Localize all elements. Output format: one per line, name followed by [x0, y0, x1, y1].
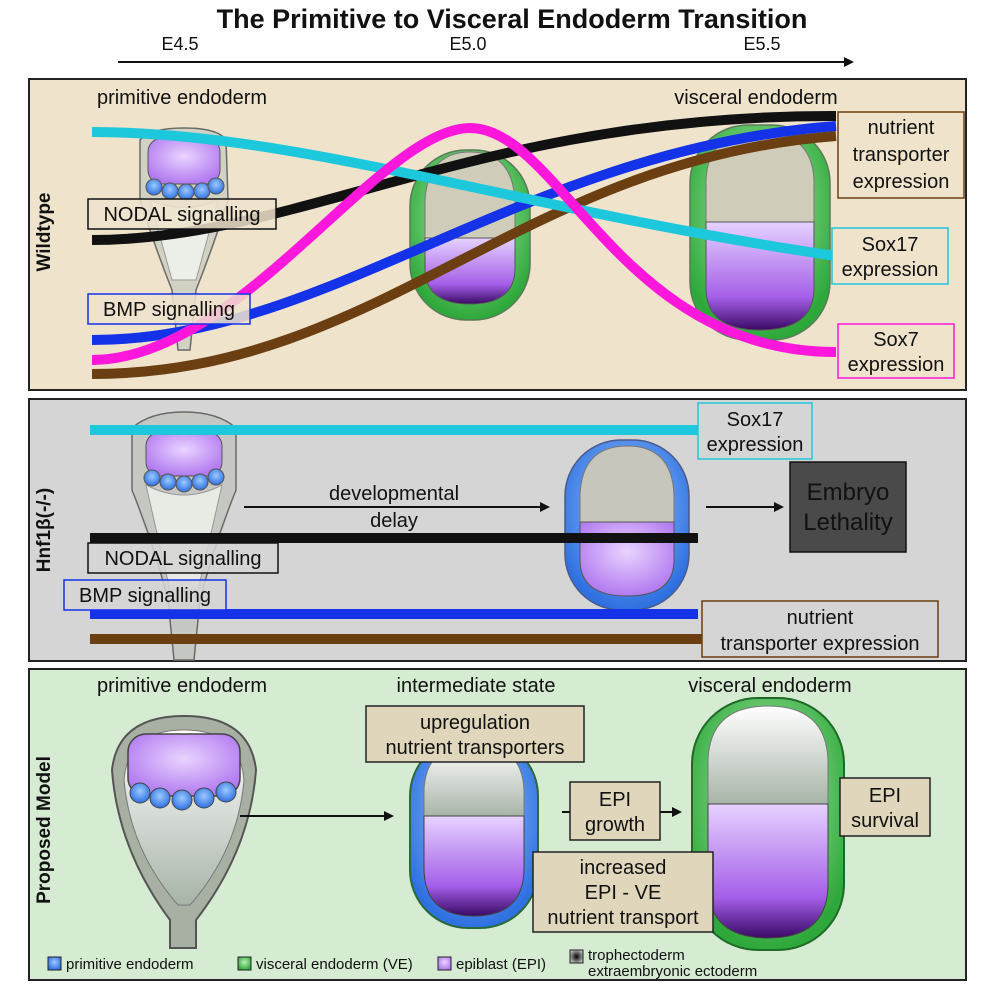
model-side-label: Proposed Model	[34, 756, 55, 904]
delay-label-line1: developmental	[329, 483, 459, 505]
legend-label-visceral: visceral endoderm (VE)	[256, 956, 413, 973]
svg-text:EPI - VE: EPI - VE	[585, 882, 662, 904]
mutant-sox17-label: Sox17 expression	[697, 402, 813, 460]
wildtype-visceral-embryo	[689, 124, 831, 341]
mutant-intermediate-embryo	[564, 439, 690, 611]
svg-text:transporter expression: transporter expression	[721, 633, 920, 655]
svg-text:Sox7: Sox7	[873, 329, 919, 351]
legend-swatch-epiblast	[437, 956, 452, 971]
wildtype-header-primitive: primitive endoderm	[97, 87, 267, 109]
wildtype-side-label: Wildtype	[34, 193, 55, 272]
svg-text:BMP signalling: BMP signalling	[103, 299, 235, 321]
wildtype-bmp-label: BMP signalling	[87, 293, 251, 325]
svg-text:EPI: EPI	[599, 789, 631, 811]
figure-title: The Primitive to Visceral Endoderm Trans…	[217, 4, 808, 34]
legend-label-primitive: primitive endoderm	[66, 956, 194, 973]
svg-text:nutrient transporters: nutrient transporters	[386, 737, 565, 759]
legend-swatch-primitive	[47, 956, 62, 971]
wildtype-nodal-label: NODAL signalling	[87, 198, 277, 230]
legend-label-exe: extraembryonic ectoderm	[588, 963, 757, 980]
wildtype-sox17-curve	[91, 127, 837, 261]
model-header-visceral: visceral endoderm	[688, 675, 851, 697]
svg-text:EPI: EPI	[869, 785, 901, 807]
epi-growth-box: EPI growth	[569, 781, 661, 841]
wildtype-header-visceral: visceral endoderm	[674, 87, 837, 109]
wildtype-nutrient-label: nutrient transporter expression	[837, 111, 965, 199]
svg-text:Sox17: Sox17	[727, 409, 784, 431]
model-header-primitive: primitive endoderm	[97, 675, 267, 697]
mutant-nodal-label: NODAL signalling	[87, 542, 279, 574]
mutant-bmp-label: BMP signalling	[63, 579, 227, 611]
svg-text:nutrient: nutrient	[787, 607, 854, 629]
svg-text:nutrient transport: nutrient transport	[547, 907, 699, 929]
svg-text:NODAL signalling: NODAL signalling	[104, 548, 261, 570]
model-visceral-embryo	[691, 697, 845, 951]
legend-label-trophectoderm: trophectoderm	[588, 947, 685, 964]
svg-text:transporter: transporter	[853, 144, 950, 166]
svg-text:expression: expression	[842, 259, 939, 281]
delay-label-line2: delay	[370, 510, 418, 532]
stage-label-e45: E4.5	[161, 34, 198, 54]
svg-text:expression: expression	[848, 354, 945, 376]
svg-text:increased: increased	[580, 857, 667, 879]
model-intermediate-embryo	[409, 737, 539, 929]
svg-text:Lethality: Lethality	[803, 509, 892, 536]
model-header-intermediate: intermediate state	[397, 675, 556, 697]
svg-text:upregulation: upregulation	[420, 712, 530, 734]
epi-survival-box: EPI survival	[839, 777, 931, 837]
svg-text:survival: survival	[851, 810, 919, 832]
svg-text:expression: expression	[853, 171, 950, 193]
svg-text:NODAL signalling: NODAL signalling	[103, 204, 260, 226]
svg-text:expression: expression	[707, 434, 804, 456]
svg-text:Embryo: Embryo	[807, 479, 890, 506]
svg-text:growth: growth	[585, 814, 645, 836]
nutrient-transport-box: increased EPI - VE nutrient transport	[532, 851, 714, 933]
upregulation-box: upregulation nutrient transporters	[365, 705, 585, 763]
svg-text:BMP signalling: BMP signalling	[79, 585, 211, 607]
mutant-side-label: Hnf1β(-/-)	[34, 488, 55, 572]
svg-text:nutrient: nutrient	[868, 117, 935, 139]
svg-text:Sox17: Sox17	[862, 234, 919, 256]
mutant-nutrient-label: nutrient transporter expression	[701, 600, 939, 658]
stage-label-e55: E5.5	[743, 34, 780, 54]
lethality-box: Embryo Lethality	[789, 461, 907, 553]
stage-label-e50: E5.0	[449, 34, 486, 54]
model-primitive-embryo	[110, 714, 258, 949]
legend-swatch-visceral	[237, 956, 252, 971]
legend-swatch-extraembryonic	[569, 949, 584, 964]
legend: primitive endoderm visceral endoderm (VE…	[47, 947, 757, 980]
wildtype-nutrient-curve	[91, 131, 837, 379]
wildtype-sox7-label: Sox7 expression	[837, 323, 955, 379]
wildtype-sox17-label: Sox17 expression	[831, 227, 949, 285]
legend-label-epiblast: epiblast (EPI)	[456, 956, 546, 973]
